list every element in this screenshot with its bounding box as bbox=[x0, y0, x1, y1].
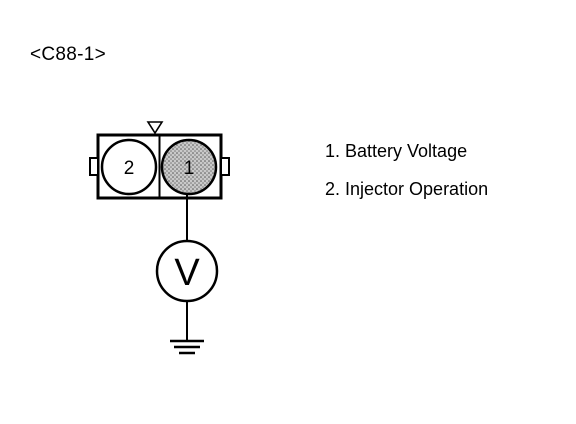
voltmeter-symbol: V bbox=[174, 252, 200, 294]
connector-pin-2: 2 bbox=[100, 138, 158, 196]
ground-icon bbox=[170, 339, 204, 355]
connector-key-marker bbox=[146, 121, 164, 135]
pin-legend: 1. Battery Voltage 2. Injector Operation bbox=[325, 132, 488, 208]
legend-item-1: 1. Battery Voltage bbox=[325, 141, 468, 161]
pin-1-number: 1 bbox=[184, 158, 195, 179]
connector-id-label: <C88-1> bbox=[30, 44, 107, 65]
pin-2-circle bbox=[100, 138, 158, 196]
legend-item-2: 2. Injector Operation bbox=[325, 179, 489, 199]
voltmeter: V bbox=[155, 239, 219, 303]
pin-1-circle bbox=[160, 138, 218, 196]
pin-2-number: 2 bbox=[124, 158, 135, 179]
connector-pin-1: 1 bbox=[160, 138, 218, 196]
connector-right-latch bbox=[220, 157, 230, 176]
connector-left-latch bbox=[89, 157, 99, 176]
